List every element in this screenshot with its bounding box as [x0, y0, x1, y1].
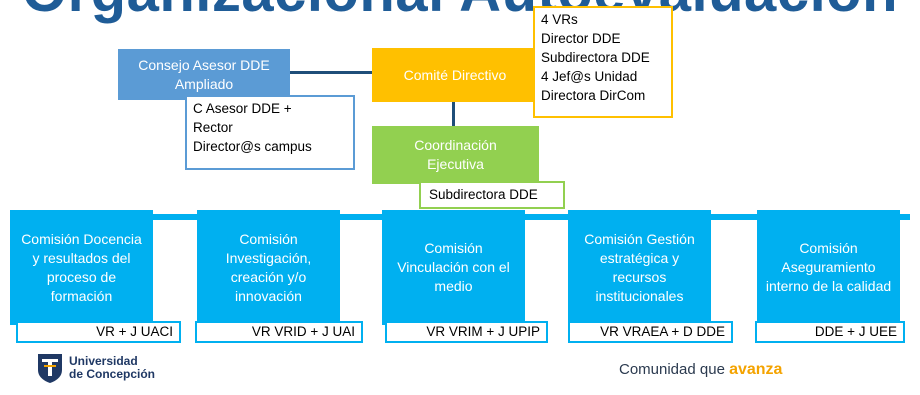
consejo-asesor-box: Consejo Asesor DDE Ampliado	[118, 49, 290, 100]
connector-consejo-comite	[290, 71, 380, 74]
comision-aseguramiento-lead: DDE + J UEE	[755, 321, 905, 343]
comision-gestion-lead: VR VRAEA + D DDE	[568, 321, 733, 343]
comision-investigacion-label: Comisión Investigación, creación y/o inn…	[225, 230, 312, 304]
logo-line-1: Universidad	[69, 354, 138, 368]
logo-line-2: de Concepción	[69, 367, 156, 381]
comision-gestion-box: Comisión Gestión estratégica y recursos …	[568, 210, 711, 325]
university-logo: Universidad de Concepción	[37, 351, 177, 387]
tagline: Comunidad que avanza	[619, 361, 782, 379]
coordinacion-ejecutiva-label: Coordinación Ejecutiva	[414, 137, 497, 172]
comision-vinculacion-box: Comisión Vinculación con el medio	[382, 210, 525, 325]
connector-comite-coordinacion	[452, 100, 455, 128]
comision-investigacion-box: Comisión Investigación, creación y/o inn…	[197, 210, 340, 325]
coordinacion-ejecutiva-note: Subdirectora DDE	[419, 181, 565, 209]
consejo-asesor-note: C Asesor DDE + Rector Director@s campus	[185, 95, 355, 170]
comite-directivo-box: Comité Directivo	[372, 48, 538, 102]
tagline-highlight: avanza	[729, 361, 783, 378]
shield-icon	[38, 354, 62, 383]
comision-aseguramiento-box: Comisión Aseguramiento interno de la cal…	[757, 210, 900, 325]
comision-docencia-box: Comisión Docencia y resultados del proce…	[10, 210, 153, 325]
comision-investigacion-lead: VR VRID + J UAI	[195, 321, 363, 343]
comision-gestion-label: Comisión Gestión estratégica y recursos …	[584, 230, 695, 304]
comite-directivo-label: Comité Directivo	[403, 66, 507, 83]
comite-directivo-note: 4 VRs Director DDE Subdirectora DDE 4 Je…	[533, 6, 673, 118]
coordinacion-ejecutiva-box: Coordinación Ejecutiva	[372, 126, 539, 184]
tagline-prefix: Comunidad que	[619, 361, 730, 378]
comision-docencia-label: Comisión Docencia y resultados del proce…	[21, 230, 142, 304]
comision-aseguramiento-label: Comisión Aseguramiento interno de la cal…	[765, 240, 892, 294]
comision-vinculacion-lead: VR VRIM + J UPIP	[385, 321, 548, 343]
consejo-asesor-label: Consejo Asesor DDE Ampliado	[138, 56, 270, 92]
page-title: Organizacional Autoevaluación	[0, 0, 920, 25]
comision-vinculacion-label: Comisión Vinculación con el medio	[397, 240, 510, 294]
comision-docencia-lead: VR + J UACI	[16, 321, 181, 343]
